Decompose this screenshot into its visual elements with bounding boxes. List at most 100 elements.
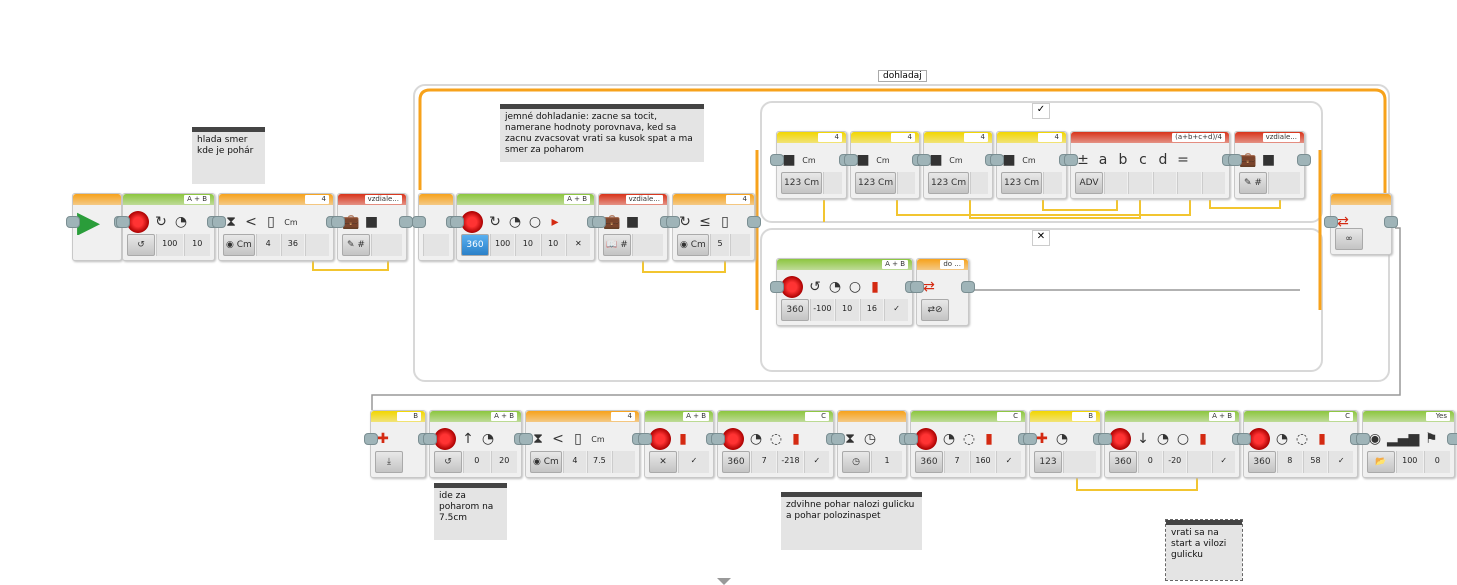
sequence-plug-in[interactable]	[331, 216, 345, 228]
mode-selector[interactable]: 123 Cm	[855, 172, 897, 194]
block-port-label[interactable]: A + B	[683, 412, 709, 421]
block-port-label[interactable]: B	[397, 412, 421, 421]
sequence-plug-in[interactable]	[917, 154, 931, 166]
parameter-input[interactable]	[897, 172, 915, 194]
parameter-input[interactable]: 10	[540, 234, 565, 256]
parameter-input[interactable]: ✓	[1328, 451, 1354, 473]
parameter-input[interactable]	[1201, 172, 1226, 194]
mode-selector[interactable]: ✎ #	[342, 234, 370, 256]
play-icon[interactable]: ▶	[77, 209, 101, 235]
parameter-input[interactable]: 0	[1138, 451, 1162, 473]
parameter-input[interactable]: 7.5	[587, 451, 611, 473]
parameter-input[interactable]: 36	[280, 234, 305, 256]
parameter-input[interactable]: 10	[515, 234, 540, 256]
mode-selector[interactable]: ◉ Cm	[223, 234, 255, 256]
block-gyro[interactable]: B✚◔123	[1023, 410, 1107, 478]
sequence-plug-out[interactable]	[399, 216, 413, 228]
mode-selector[interactable]: ∞	[1335, 228, 1363, 250]
sequence-plug-in[interactable]	[711, 433, 725, 445]
mode-selector[interactable]: 360	[461, 234, 489, 256]
parameter-input[interactable]	[1043, 172, 1062, 194]
parameter-input[interactable]: 10	[834, 299, 859, 321]
parameter-input[interactable]: 100	[490, 234, 515, 256]
block-var2[interactable]: vzdiale...💼■📖 #	[592, 193, 674, 261]
mode-selector[interactable]: 123 Cm	[1001, 172, 1043, 194]
mode-selector[interactable]: ◷	[842, 451, 870, 473]
block-port-label[interactable]: 4	[1038, 133, 1062, 142]
sequence-plug-in[interactable]	[1023, 433, 1037, 445]
parameter-input[interactable]: 16	[859, 299, 884, 321]
parameter-input[interactable]: 7	[751, 451, 777, 473]
sequence-plug-in[interactable]	[423, 433, 437, 445]
parameter-input[interactable]: 0	[1423, 451, 1450, 473]
block-port-label[interactable]: 4	[305, 195, 329, 204]
block-port-label[interactable]: (a+b+c+d)/4	[1172, 133, 1225, 142]
sequence-plug-in[interactable]	[770, 281, 784, 293]
sequence-plug-in[interactable]	[910, 281, 924, 293]
mode-selector[interactable]: ⇄⊘	[921, 299, 949, 321]
block-port-label[interactable]: A + B	[491, 412, 517, 421]
mode-selector[interactable]: 📂	[1367, 451, 1395, 473]
parameter-input[interactable]: 8	[1277, 451, 1302, 473]
block-interrupt[interactable]: do ...⇄⇄⊘	[910, 258, 975, 326]
parameter-input[interactable]: 10	[183, 234, 210, 256]
parameter-input[interactable]	[1268, 172, 1300, 194]
parameter-input[interactable]: 4	[255, 234, 280, 256]
sequence-plug-in[interactable]	[904, 433, 918, 445]
parameter-input[interactable]: 160	[970, 451, 995, 473]
block-port-label[interactable]: C	[1329, 412, 1353, 421]
mode-selector[interactable]: ADV	[1075, 172, 1103, 194]
parameter-input[interactable]	[611, 451, 635, 473]
block-var3[interactable]: vzdiale...💼■✎ #	[1228, 131, 1311, 199]
sequence-plug-in[interactable]	[1237, 433, 1251, 445]
parameter-input[interactable]	[730, 234, 751, 256]
parameter-input[interactable]	[1104, 172, 1128, 194]
parameter-input[interactable]: 100	[1396, 451, 1423, 473]
block-port-label[interactable]: A + B	[1209, 412, 1235, 421]
block-port-label[interactable]: A + B	[184, 195, 210, 204]
sequence-plug-in[interactable]	[770, 154, 784, 166]
mode-selector[interactable]: ✕	[649, 451, 677, 473]
parameter-input[interactable]: -20	[1162, 451, 1186, 473]
sequence-plug-in[interactable]	[1228, 154, 1242, 166]
sequence-plug-out[interactable]	[961, 281, 975, 293]
parameter-input[interactable]: 100	[156, 234, 183, 256]
parameter-input[interactable]: ✓	[678, 451, 709, 473]
mode-selector[interactable]: ◉ Cm	[677, 234, 709, 256]
mode-selector[interactable]: 123 Cm	[781, 172, 823, 194]
block-port-label[interactable]: A + B	[564, 195, 590, 204]
parameter-input[interactable]: -218	[777, 451, 803, 473]
parameter-input[interactable]: 20	[490, 451, 517, 473]
parameter-input[interactable]	[1187, 451, 1211, 473]
case-true-tab[interactable]: ✓	[1032, 103, 1050, 119]
sequence-plug-in[interactable]	[844, 154, 858, 166]
block-port-label[interactable]: C	[805, 412, 829, 421]
parameter-input[interactable]	[1128, 172, 1152, 194]
comment-c4[interactable]: zdvihne pohar nalozi gulicku a pohar pol…	[781, 492, 922, 550]
comment-c1[interactable]: hlada smer kde je pohár	[192, 127, 265, 184]
mode-selector[interactable]: 360	[722, 451, 750, 473]
mode-selector[interactable]: ↺	[434, 451, 462, 473]
sequence-plug-in[interactable]	[212, 216, 226, 228]
sequence-plug-in[interactable]	[1064, 154, 1078, 166]
parameter-input[interactable]: -100	[810, 299, 834, 321]
block-steer5[interactable]: A + B▮✕✓	[638, 410, 720, 478]
parameter-input[interactable]	[1152, 172, 1177, 194]
parameter-input[interactable]: 5	[709, 234, 730, 256]
sequence-plug-in[interactable]	[450, 216, 464, 228]
block-wait3[interactable]: ⧗◷◷1	[831, 410, 913, 478]
sequence-plug-out[interactable]	[1447, 433, 1457, 445]
mode-selector[interactable]: 360	[781, 299, 809, 321]
sequence-plug-in[interactable]	[1356, 433, 1370, 445]
block-port-label[interactable]: do ...	[940, 260, 964, 269]
